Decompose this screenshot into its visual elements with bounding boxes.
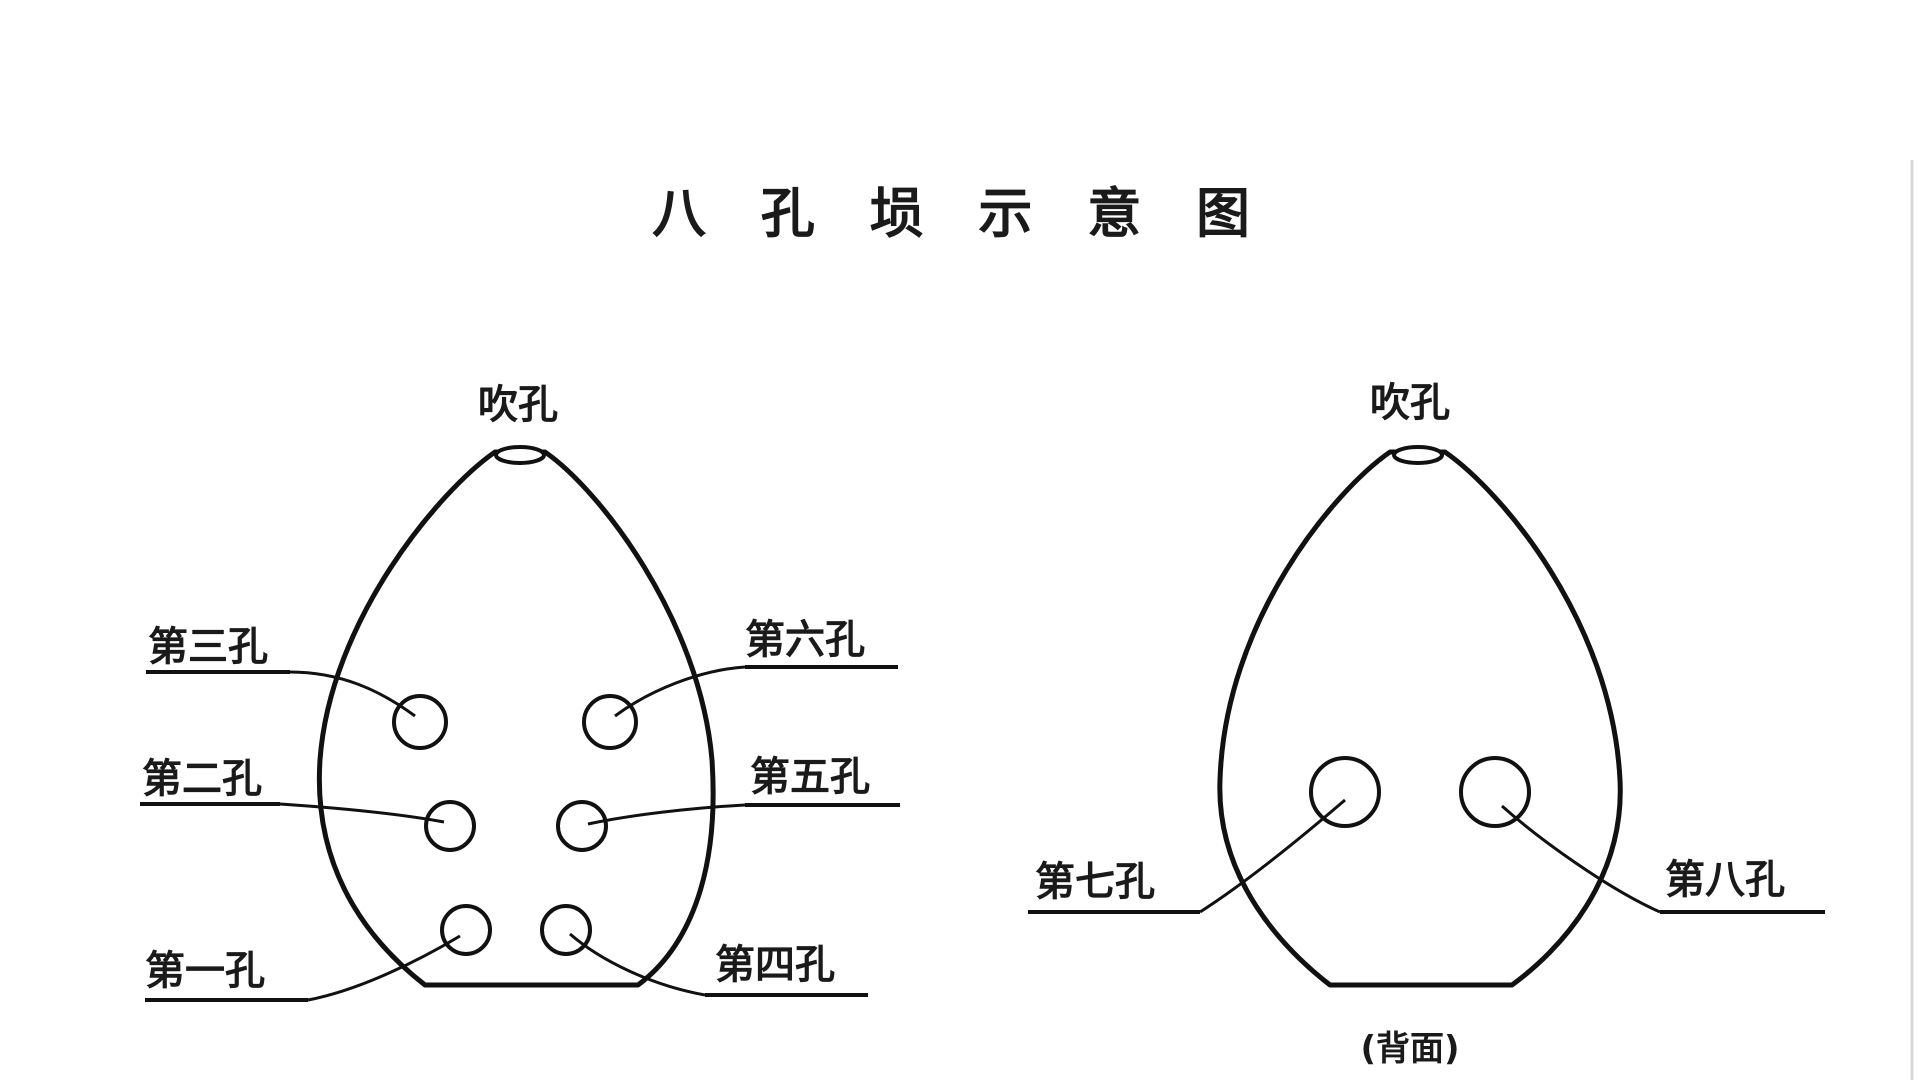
label-hole-3: 第三孔 — [148, 624, 268, 670]
front-hole-3 — [392, 694, 448, 750]
leader-hole-3 — [289, 670, 416, 718]
leader-hole-4 — [569, 932, 706, 997]
back-view-caption: (背面) — [1360, 1029, 1459, 1069]
front-hole-1 — [440, 904, 492, 956]
back-body-outline — [1217, 449, 1623, 988]
front-body-outline — [316, 449, 716, 988]
back-hole-8 — [1459, 756, 1531, 828]
front-hole-5 — [556, 800, 608, 852]
label-hole-8: 第八孔 — [1665, 857, 1785, 903]
front-view: 吹孔 第三孔 第六孔 第二孔 第五孔 第一孔 第四孔 — [140, 382, 900, 1002]
leader-hole-2 — [279, 802, 445, 824]
front-hole-6 — [582, 694, 638, 750]
back-mouthpiece-label: 吹孔 — [1370, 380, 1450, 426]
front-hole-2 — [424, 800, 476, 852]
label-hole-7: 第七孔 — [1035, 859, 1155, 905]
label-hole-5: 第五孔 — [750, 754, 870, 800]
leader-hole-5 — [587, 803, 746, 826]
front-hole-4 — [540, 904, 592, 956]
back-view: 吹孔 第七孔 第八孔 (背面) — [1028, 380, 1825, 1069]
front-mouthpiece — [494, 445, 546, 465]
label-hole-6: 第六孔 — [745, 617, 865, 663]
back-hole-7 — [1309, 756, 1381, 828]
leader-hole-1 — [307, 934, 461, 1002]
label-hole-4: 第四孔 — [715, 942, 835, 988]
front-mouthpiece-label: 吹孔 — [478, 382, 558, 428]
label-hole-2: 第二孔 — [142, 756, 262, 802]
diagram-title: 八 孔 埙 示 意 图 — [652, 181, 1268, 245]
back-mouthpiece — [1392, 445, 1444, 465]
leader-hole-8 — [1501, 804, 1661, 914]
leader-hole-6 — [614, 665, 746, 718]
leader-hole-7 — [1199, 798, 1346, 914]
label-hole-1: 第一孔 — [145, 948, 265, 994]
